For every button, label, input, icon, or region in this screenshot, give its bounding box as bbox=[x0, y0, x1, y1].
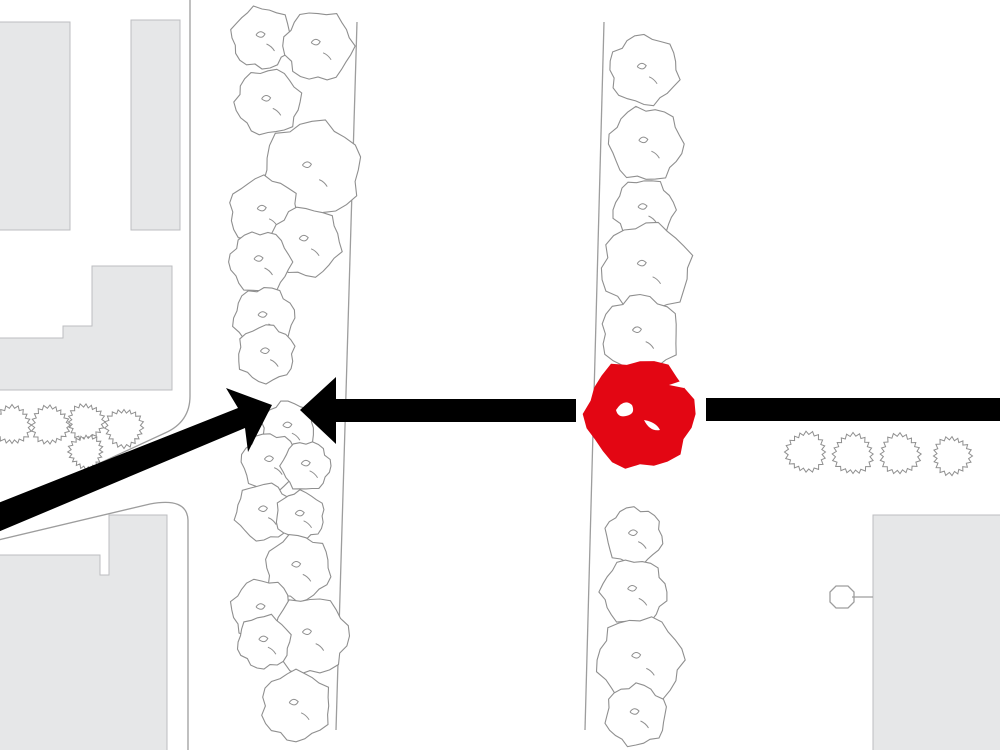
tree-canopy-mark bbox=[300, 459, 319, 479]
tree-canopy-icon bbox=[261, 668, 330, 743]
highlighted-tree-canopy bbox=[582, 361, 696, 469]
tree-canopy-mark bbox=[310, 38, 332, 61]
highlighted-tree-cut bbox=[669, 378, 690, 388]
arrow-bar-right bbox=[706, 398, 1000, 421]
tree-canopy-icon bbox=[240, 433, 300, 493]
tree-canopy-mark bbox=[259, 347, 279, 367]
arrow-diagonal bbox=[0, 388, 272, 532]
tree-canopy-mark bbox=[255, 31, 275, 52]
tree-canopy-mark bbox=[294, 509, 313, 529]
tree-canopy-icon bbox=[607, 105, 685, 180]
tree-canopy-mark bbox=[263, 455, 283, 475]
tree-canopy-mark bbox=[636, 259, 662, 285]
building-middle-left bbox=[0, 265, 173, 391]
tree-canopy-mark bbox=[629, 708, 649, 729]
tree-canopy-mark bbox=[253, 255, 273, 276]
tree-canopy-mark bbox=[631, 326, 655, 349]
tree-canopy-mark bbox=[638, 136, 660, 159]
tree-canopy-mark bbox=[288, 698, 310, 721]
lamp-post-icon bbox=[829, 585, 855, 609]
shrub-icon bbox=[831, 431, 875, 475]
shrub-icon bbox=[783, 430, 827, 474]
building-top-left bbox=[0, 21, 71, 231]
highlighted-tree-icon bbox=[582, 361, 696, 469]
tree-canopy-mark bbox=[258, 635, 277, 655]
shrub-icon bbox=[0, 403, 33, 445]
tree-canopy-icon bbox=[609, 33, 681, 107]
buildings bbox=[0, 19, 1000, 750]
tree-canopy-icon bbox=[233, 68, 303, 136]
tree-canopy-mark bbox=[282, 421, 301, 441]
shrub-icon bbox=[932, 435, 974, 477]
arrow-head-left bbox=[300, 377, 336, 444]
tree-canopy-icon bbox=[598, 559, 668, 625]
trees bbox=[228, 5, 694, 748]
tree-canopy-icon bbox=[282, 12, 356, 81]
shrub-icon bbox=[879, 431, 923, 475]
highlighted-tree-mark-2 bbox=[644, 420, 660, 431]
tree-canopy-icon bbox=[600, 221, 694, 314]
tree-canopy-mark bbox=[257, 505, 277, 525]
tree-canopy-icon bbox=[275, 489, 325, 542]
shrub-icon bbox=[103, 408, 145, 450]
tree-canopy-mark bbox=[631, 652, 655, 676]
shrub-icon bbox=[30, 404, 72, 445]
road-edge-center-right bbox=[584, 21, 605, 731]
roads bbox=[0, 0, 873, 750]
highlighted-tree-mark bbox=[616, 402, 634, 417]
tree-canopy-mark bbox=[291, 561, 312, 582]
road-edge-center-left bbox=[335, 21, 358, 731]
building-top-left-narrow bbox=[130, 19, 181, 231]
building-bottom-right bbox=[872, 514, 1000, 750]
road-edge-left-street-top bbox=[0, 0, 191, 508]
tree-canopy-icon bbox=[604, 506, 664, 567]
tree-canopy-mark bbox=[301, 161, 328, 187]
tree-canopy-mark bbox=[636, 62, 658, 85]
tree-canopy-icon bbox=[238, 324, 296, 385]
tree-canopy-mark bbox=[298, 234, 320, 257]
arrows bbox=[0, 377, 1000, 532]
road-edge-left-street-bottom bbox=[0, 501, 189, 750]
tree-canopy-mark bbox=[261, 95, 282, 116]
tree-canopy-icon bbox=[604, 682, 667, 748]
tree-canopy-icon bbox=[265, 534, 332, 604]
building-bottom-left bbox=[0, 514, 168, 750]
shrub-icon bbox=[67, 402, 107, 442]
arrow-bar-middle bbox=[332, 399, 576, 422]
tree-canopy-mark bbox=[301, 628, 325, 651]
tree-canopy-mark bbox=[627, 529, 647, 549]
tree-canopy-mark bbox=[627, 585, 648, 606]
